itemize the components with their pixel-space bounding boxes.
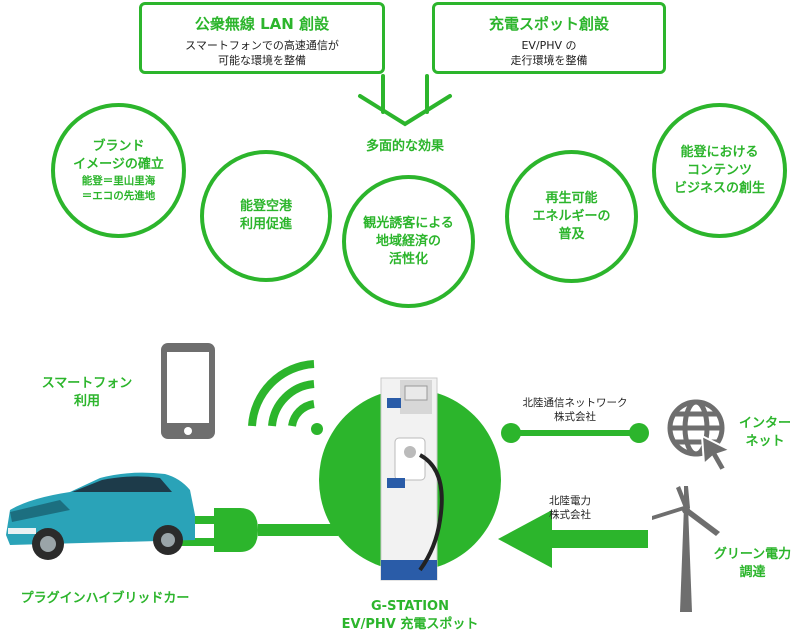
plug-icon: [180, 508, 338, 552]
station-label: G-STATION EV/PHV 充電スポット: [341, 599, 479, 632]
effect-airport: 能登空港 利用促進: [200, 150, 332, 282]
box-public-wifi-title: 公衆無線 LAN 創設: [194, 15, 330, 33]
car-label: プラグインハイブリッドカー: [20, 591, 190, 606]
power-arrow: [498, 510, 648, 568]
effect-airport-label: 能登空港 利用促進: [239, 199, 292, 232]
effect-brand-image-label: ブランド イメージの確立: [73, 138, 164, 172]
box-public-wifi: 公衆無線 LAN 創設 スマートフォンでの高速通信が 可能な環境を整備: [139, 2, 385, 74]
effect-brand-image-sub: 能登＝里山里海 ＝エコの先進地: [81, 174, 156, 202]
internet-label: インター ネット: [738, 416, 791, 449]
cursor-icon: [700, 434, 733, 473]
effect-tourism: 観光誘客による 地域経済の 活性化: [342, 175, 475, 308]
effect-tourism-label: 観光誘客による 地域経済の 活性化: [363, 215, 454, 267]
network-connection: [501, 423, 649, 443]
wifi-icon: [248, 360, 323, 435]
effect-contents-label: 能登における コンテンツ ビジネスの創生: [673, 144, 765, 196]
effect-renewable-label: 再生可能 エネルギーの 普及: [532, 190, 611, 242]
box-charging-spot-desc: EV/PHV の 走行環境を整備: [510, 39, 588, 67]
charging-station-icon: [380, 377, 444, 581]
network-provider-label: 北陸通信ネットワーク 株式会社: [522, 397, 628, 423]
effect-renewable: 再生可能 エネルギーの 普及: [505, 150, 638, 283]
globe-icon: [667, 399, 725, 457]
smartphone-label: スマートフォン 利用: [41, 376, 133, 409]
box-charging-spot: 充電スポット創設 EV/PHV の 走行環境を整備: [432, 2, 666, 74]
effect-contents: 能登における コンテンツ ビジネスの創生: [652, 103, 787, 238]
green-power-label: グリーン電力 調達: [713, 547, 792, 580]
box-charging-spot-title: 充電スポット創設: [488, 15, 609, 33]
smartphone-icon: [161, 343, 215, 439]
car-icon: [6, 472, 195, 560]
effect-brand-image: ブランド イメージの確立 能登＝里山里海 ＝エコの先進地: [51, 103, 186, 238]
center-label: 多面的な効果: [365, 139, 444, 154]
box-public-wifi-desc: スマートフォンでの高速通信が 可能な環境を整備: [185, 39, 339, 67]
power-provider-label: 北陸電力 株式会社: [549, 495, 591, 521]
wind-turbine-icon: [652, 486, 720, 612]
